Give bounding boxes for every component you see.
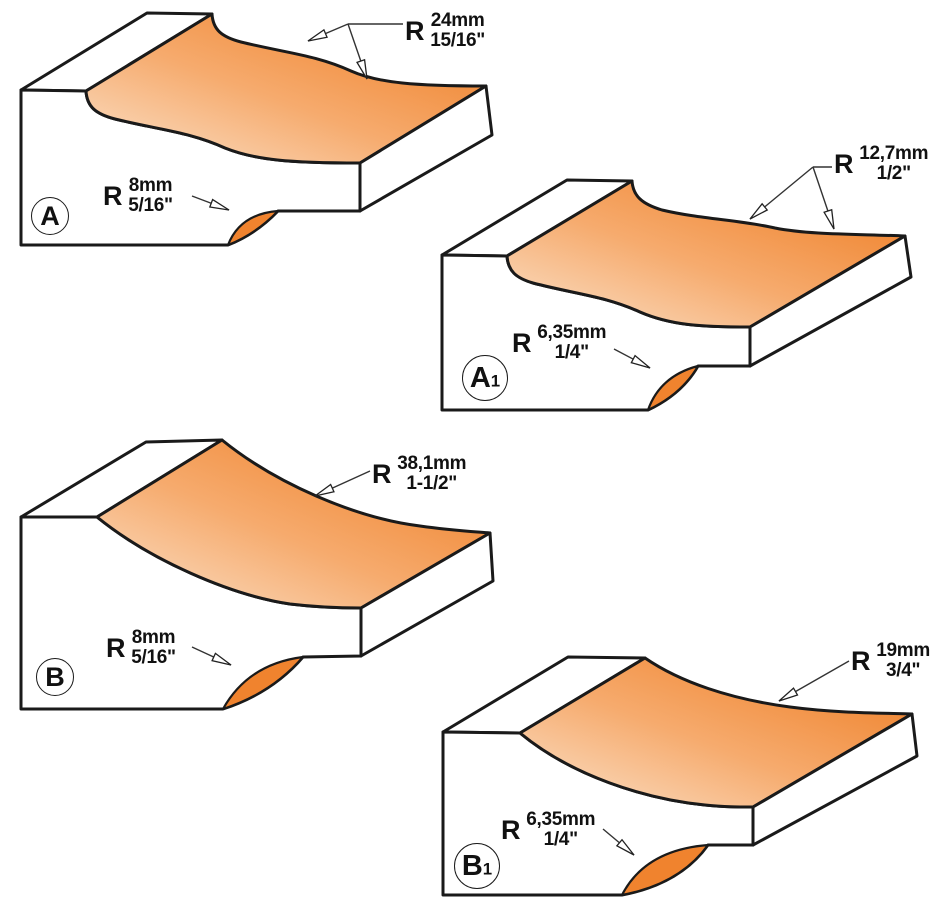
- radius-symbol: R: [834, 148, 854, 179]
- radius-metric: 6,35mm: [526, 809, 596, 830]
- figure-label-letter: B: [45, 661, 65, 692]
- radius-symbol: R: [501, 814, 521, 845]
- figure-b1-inner-radius-note: R 6,35mm 1/4": [501, 810, 595, 850]
- figure-label-letter: A: [40, 200, 60, 231]
- radius-symbol: R: [372, 458, 392, 489]
- figure-b-outer-arrow: [314, 470, 371, 497]
- figure-a-outer-radius-note: R 24mm 15/16": [405, 11, 485, 51]
- radius-imperial: 1/4": [543, 829, 579, 850]
- radius-imperial: 5/16": [128, 195, 173, 216]
- figure-label-subscript: 1: [490, 371, 501, 391]
- radius-metric: 38,1mm: [397, 453, 467, 474]
- radius-symbol: R: [106, 632, 126, 663]
- figure-label-letter: A: [469, 361, 491, 394]
- figure-b1-inner-arrow: [602, 828, 635, 856]
- figure-b1-fillet-lens: [620, 843, 710, 897]
- figure-a1-inner-arrow: [613, 348, 651, 369]
- figure-b-tongue-edge: [359, 531, 495, 658]
- radius-imperial: 1/2": [876, 163, 912, 184]
- radius-metric: 19mm: [876, 640, 930, 661]
- radius-symbol: R: [103, 180, 123, 211]
- figure-a1-tongue-edge: [748, 234, 913, 368]
- figure-a1-fillet-lens: [646, 364, 700, 412]
- figure-b1-outer-radius-note: R 19mm 3/4": [851, 641, 930, 681]
- figure-a1-outer-radius-note: R 12,7mm 1/2": [834, 144, 928, 184]
- figure-b-label-badge: B: [36, 658, 74, 696]
- figure-label-subscript: 1: [482, 859, 493, 879]
- figure-b1-tongue-edge: [751, 712, 919, 847]
- figure-b-outer-radius-note: R 38,1mm 1-1/2": [372, 454, 466, 494]
- figure-b1-outer-arrow: [778, 660, 850, 702]
- radius-metric: 8mm: [131, 627, 176, 648]
- radius-metric: 24mm: [430, 10, 485, 31]
- figure-b-shape: [19, 438, 495, 711]
- radius-imperial: 5/16": [131, 647, 176, 668]
- figure-b-inner-arrow: [191, 646, 232, 666]
- figure-label-letter: B: [461, 849, 483, 882]
- figure-b-inner-radius-note: R 8mm 5/16": [106, 628, 176, 668]
- figure-a-outer-arrow-2: [347, 23, 368, 80]
- figure-a-inner-arrow: [191, 195, 230, 211]
- radius-imperial: 1-1/2": [406, 473, 457, 494]
- figure-a1-outer-arrow-1: [749, 166, 814, 220]
- radius-metric: 6,35mm: [537, 322, 607, 343]
- figure-a1-outer-arrow-2: [812, 166, 835, 230]
- figure-b1-shape: [441, 655, 919, 897]
- radius-symbol: R: [405, 15, 425, 46]
- figure-a-fillet-lens: [226, 209, 280, 247]
- figure-a-inner-radius-note: R 8mm 5/16": [103, 176, 173, 216]
- radius-symbol: R: [851, 645, 871, 676]
- radius-imperial: 3/4": [885, 660, 921, 681]
- radius-imperial: 1/4": [554, 342, 590, 363]
- radius-metric: 12,7mm: [859, 143, 929, 164]
- radius-imperial: 15/16": [430, 30, 485, 51]
- figure-a-outer-arrow-1: [307, 23, 349, 42]
- figure-b-fillet-lens: [221, 655, 305, 711]
- figure-a1-shape: [440, 166, 913, 412]
- radius-symbol: R: [512, 327, 532, 358]
- figure-a-label-badge: A: [31, 197, 69, 235]
- figure-a-tongue-edge: [358, 84, 494, 213]
- figure-a1-inner-radius-note: R 6,35mm 1/4": [512, 323, 606, 363]
- figure-a-shape: [19, 11, 494, 247]
- radius-metric: 8mm: [128, 175, 173, 196]
